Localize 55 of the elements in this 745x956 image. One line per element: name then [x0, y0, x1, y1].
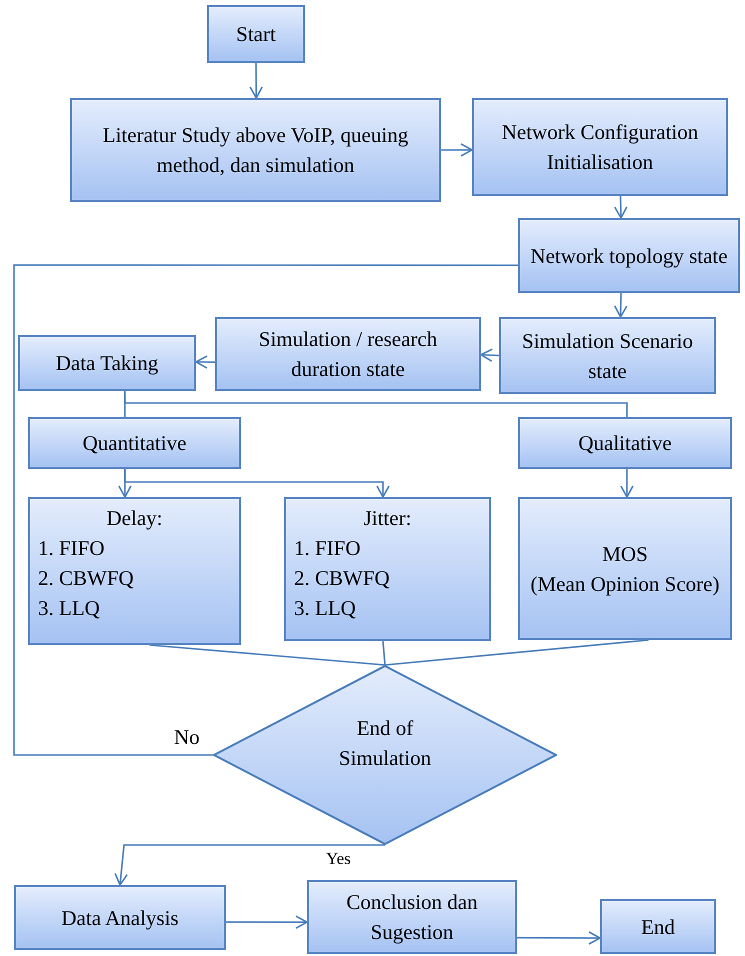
- list-item: 3. LLQ: [293, 595, 356, 622]
- list-item: 2. CBWFQ: [37, 565, 134, 592]
- arrow: [441, 143, 473, 157]
- node-text: Start: [235, 21, 277, 48]
- arrow: [620, 469, 634, 498]
- process-box: [518, 417, 732, 469]
- list-item: 3. LLQ: [37, 595, 100, 622]
- connector-line: [149, 644, 386, 666]
- arrow: [195, 355, 216, 369]
- process-box: [70, 98, 441, 202]
- node-text: End: [640, 914, 676, 940]
- process-box: [28, 417, 241, 469]
- arrow: [124, 469, 390, 498]
- process-box: [499, 317, 716, 394]
- node-text: Network Configuration Initialisation: [500, 119, 700, 176]
- arrow: [517, 931, 601, 945]
- node-text: End of Simulation: [338, 715, 432, 772]
- node-text: Quantitative: [82, 430, 188, 457]
- process-box: [518, 497, 732, 640]
- connector-line: [384, 639, 649, 666]
- process-box: [284, 497, 491, 641]
- arrow: [480, 348, 500, 362]
- process-box: [472, 98, 728, 196]
- arrow: [114, 844, 385, 886]
- node-text: Data Analysis: [60, 904, 180, 932]
- node-text: Qualitative: [577, 430, 673, 457]
- process-box: [307, 880, 517, 954]
- node-text: (Mean Opinion Score): [530, 570, 720, 598]
- node-text: Literatur Study above VoIP, queuing method, dan simulation: [102, 122, 410, 179]
- arrow: [249, 63, 263, 99]
- arrow: [226, 915, 308, 929]
- arrow: [614, 196, 628, 219]
- list-item: 2. CBWFQ: [293, 565, 390, 592]
- process-box: [600, 899, 716, 954]
- list-item: 1. FIFO: [37, 535, 105, 562]
- process-box: [18, 335, 196, 391]
- node-text: Jitter:: [364, 505, 412, 532]
- connector-line: [124, 390, 628, 417]
- list-item: 1. FIFO: [293, 535, 361, 562]
- node-text: Conclusion dan Sugestion: [345, 889, 479, 946]
- node-text: Network topology state: [529, 242, 729, 270]
- node-text: MOS: [601, 540, 649, 568]
- process-box: [518, 218, 740, 293]
- connector-line: [382, 640, 386, 666]
- process-box: [28, 497, 241, 645]
- edge-label: Yes: [326, 850, 351, 867]
- process-box: [215, 317, 481, 391]
- node-text: Simulation / research duration state: [258, 326, 438, 383]
- process-box: [207, 5, 305, 63]
- node-text: Simulation Scenario state: [521, 328, 694, 384]
- process-box: [14, 885, 226, 950]
- arrow: [614, 292, 628, 318]
- connector-line: [13, 264, 518, 756]
- node-text: Delay:: [106, 505, 162, 532]
- node-text: Data Taking: [54, 350, 160, 377]
